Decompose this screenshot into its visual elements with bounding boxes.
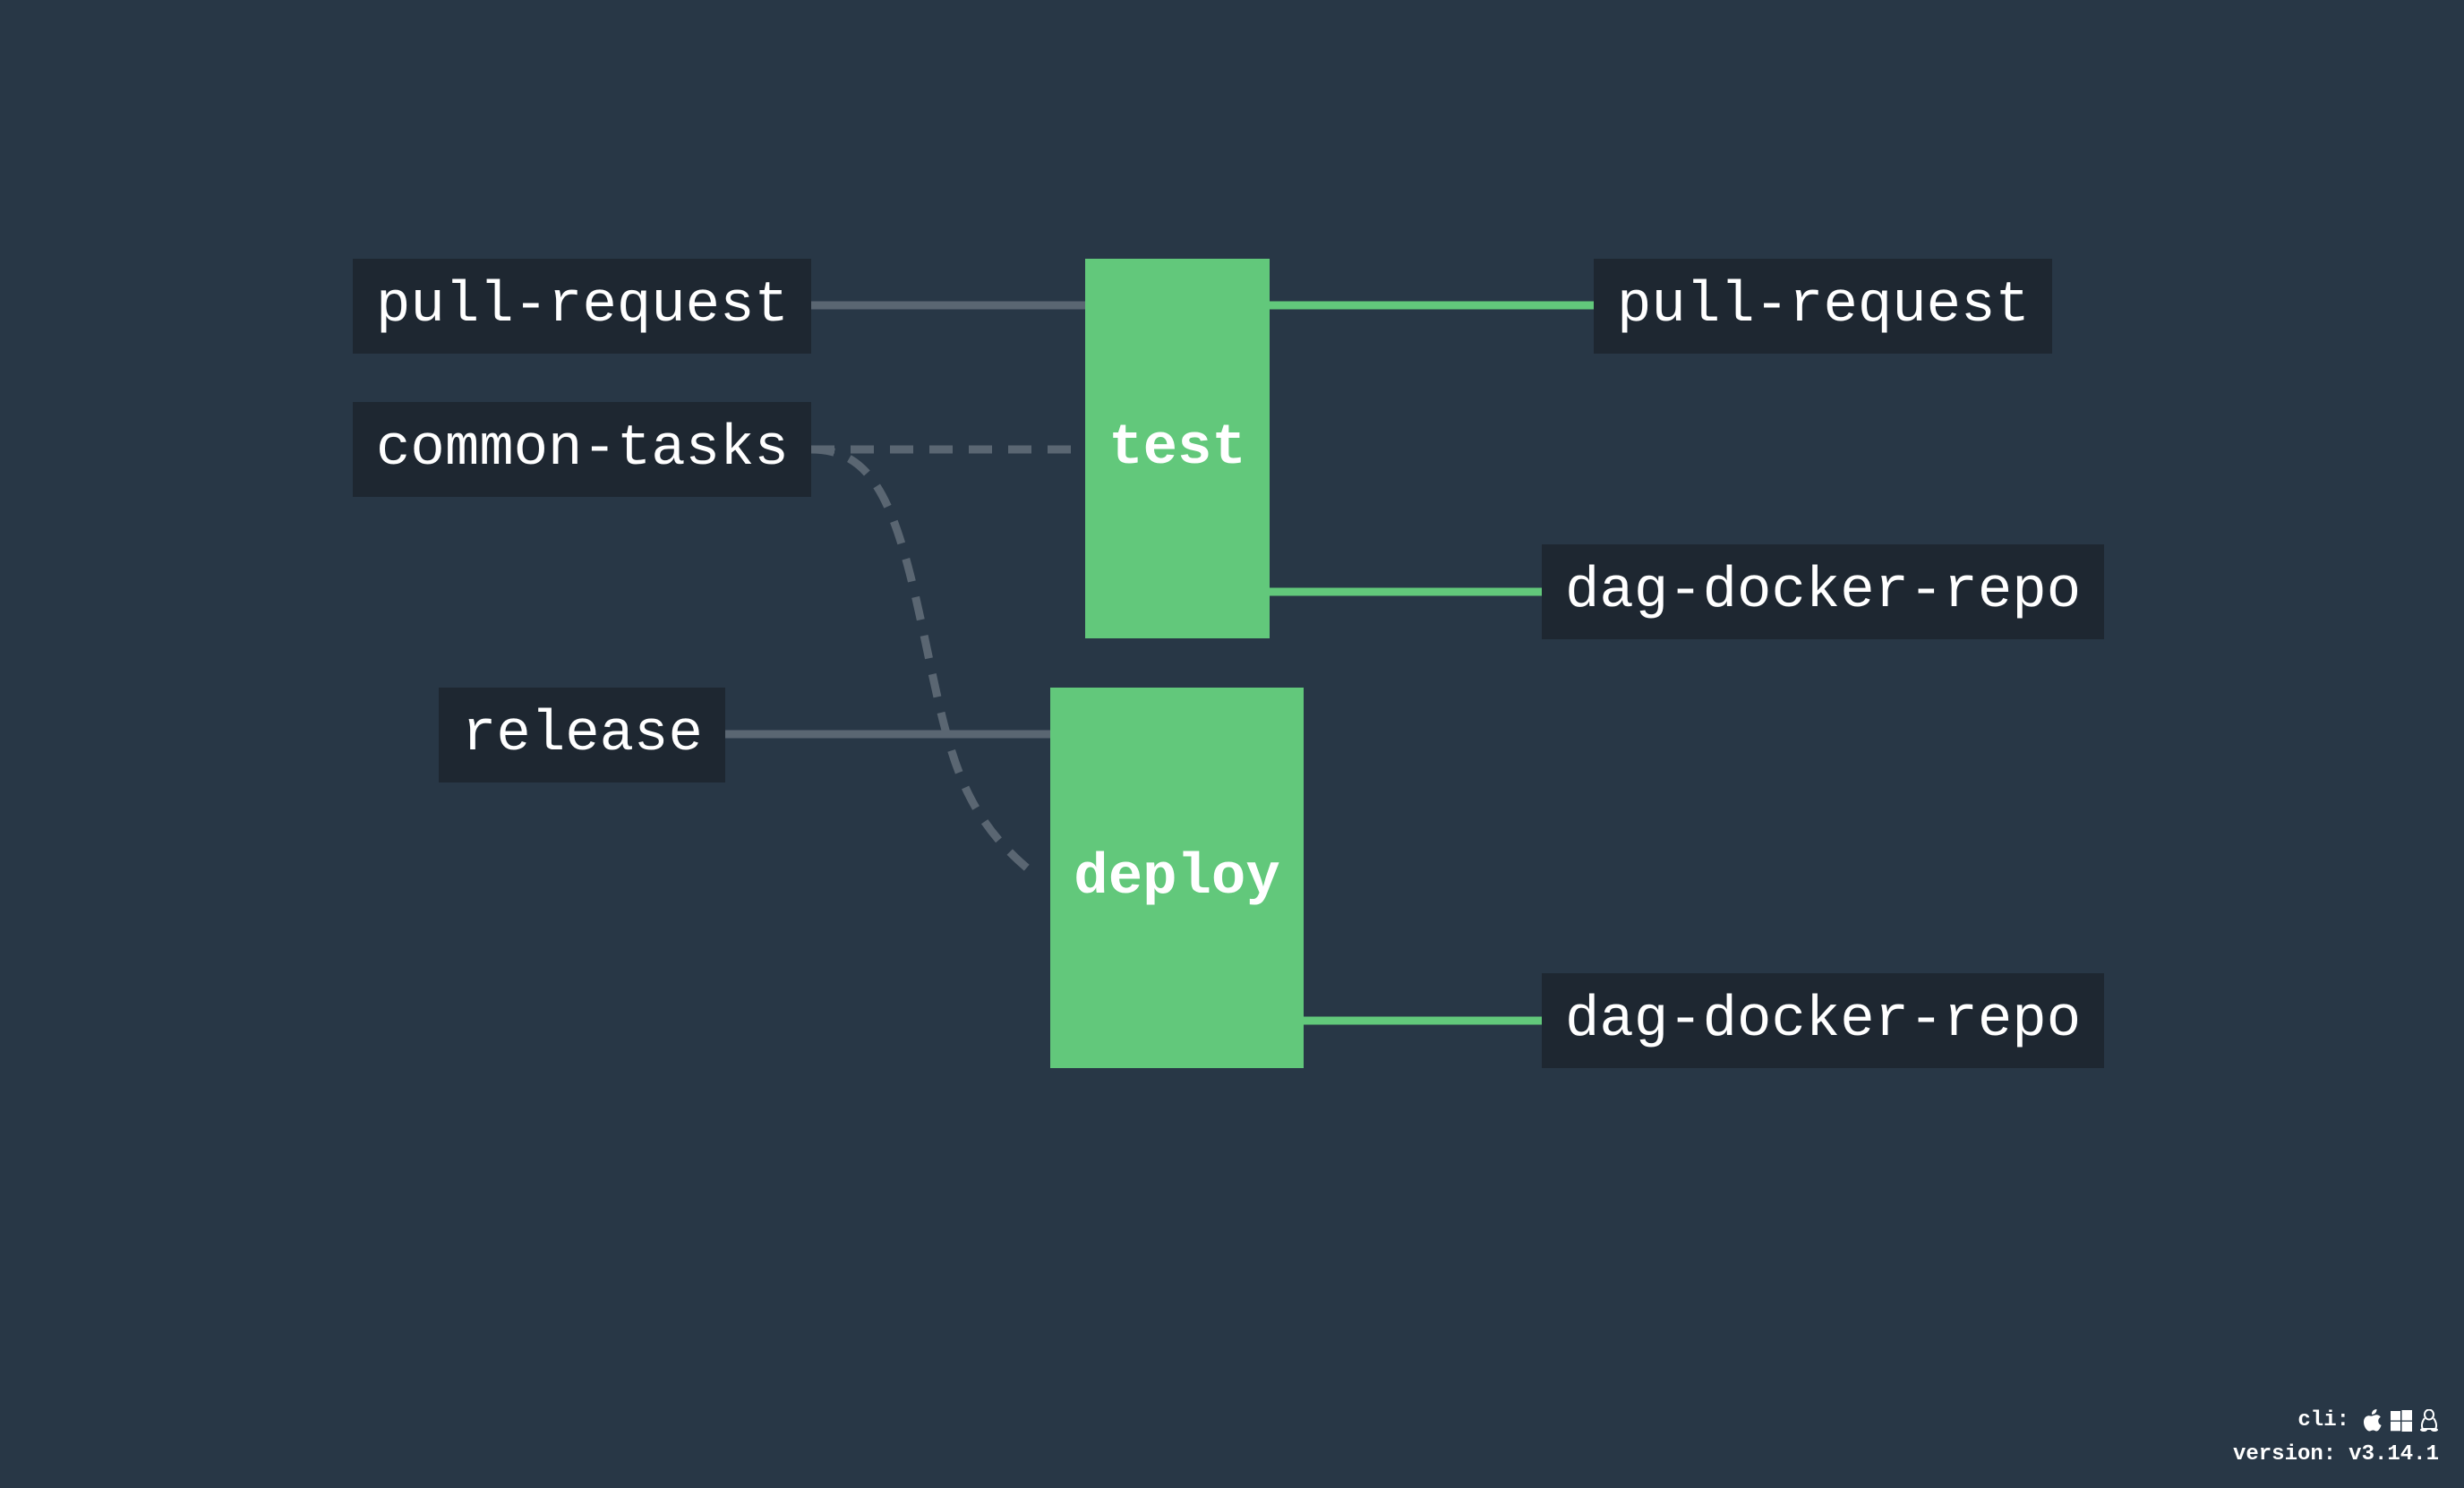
version-row: version: v3.14.1	[2233, 1438, 2439, 1472]
job-deploy[interactable]: deploy	[1050, 688, 1304, 1068]
input-common-tasks[interactable]: common-tasks	[353, 402, 811, 497]
windows-icon[interactable]	[2391, 1410, 2412, 1432]
output-docker-repo-deploy[interactable]: dag-docker-repo	[1542, 973, 2104, 1068]
version-value: v3.14.1	[2348, 1442, 2439, 1467]
edge-common-tasks-to-deploy	[810, 445, 1041, 881]
input-release[interactable]: release	[439, 688, 725, 782]
cli-download-icons	[2362, 1409, 2439, 1432]
job-test-label: test	[1108, 416, 1246, 481]
job-test[interactable]: test	[1085, 259, 1270, 638]
apple-icon[interactable]	[2362, 1409, 2383, 1432]
cli-label: cli:	[2297, 1408, 2349, 1432]
output-pull-request[interactable]: pull-request	[1594, 259, 2052, 354]
input-pull-request[interactable]: pull-request	[353, 259, 811, 354]
cli-footer: cli:	[2233, 1404, 2439, 1472]
cli-download-row: cli:	[2233, 1404, 2439, 1438]
output-docker-repo-test[interactable]: dag-docker-repo	[1542, 544, 2104, 639]
version-label: version:	[2232, 1442, 2337, 1467]
linux-icon[interactable]	[2419, 1409, 2439, 1432]
job-deploy-label: deploy	[1074, 845, 1280, 911]
